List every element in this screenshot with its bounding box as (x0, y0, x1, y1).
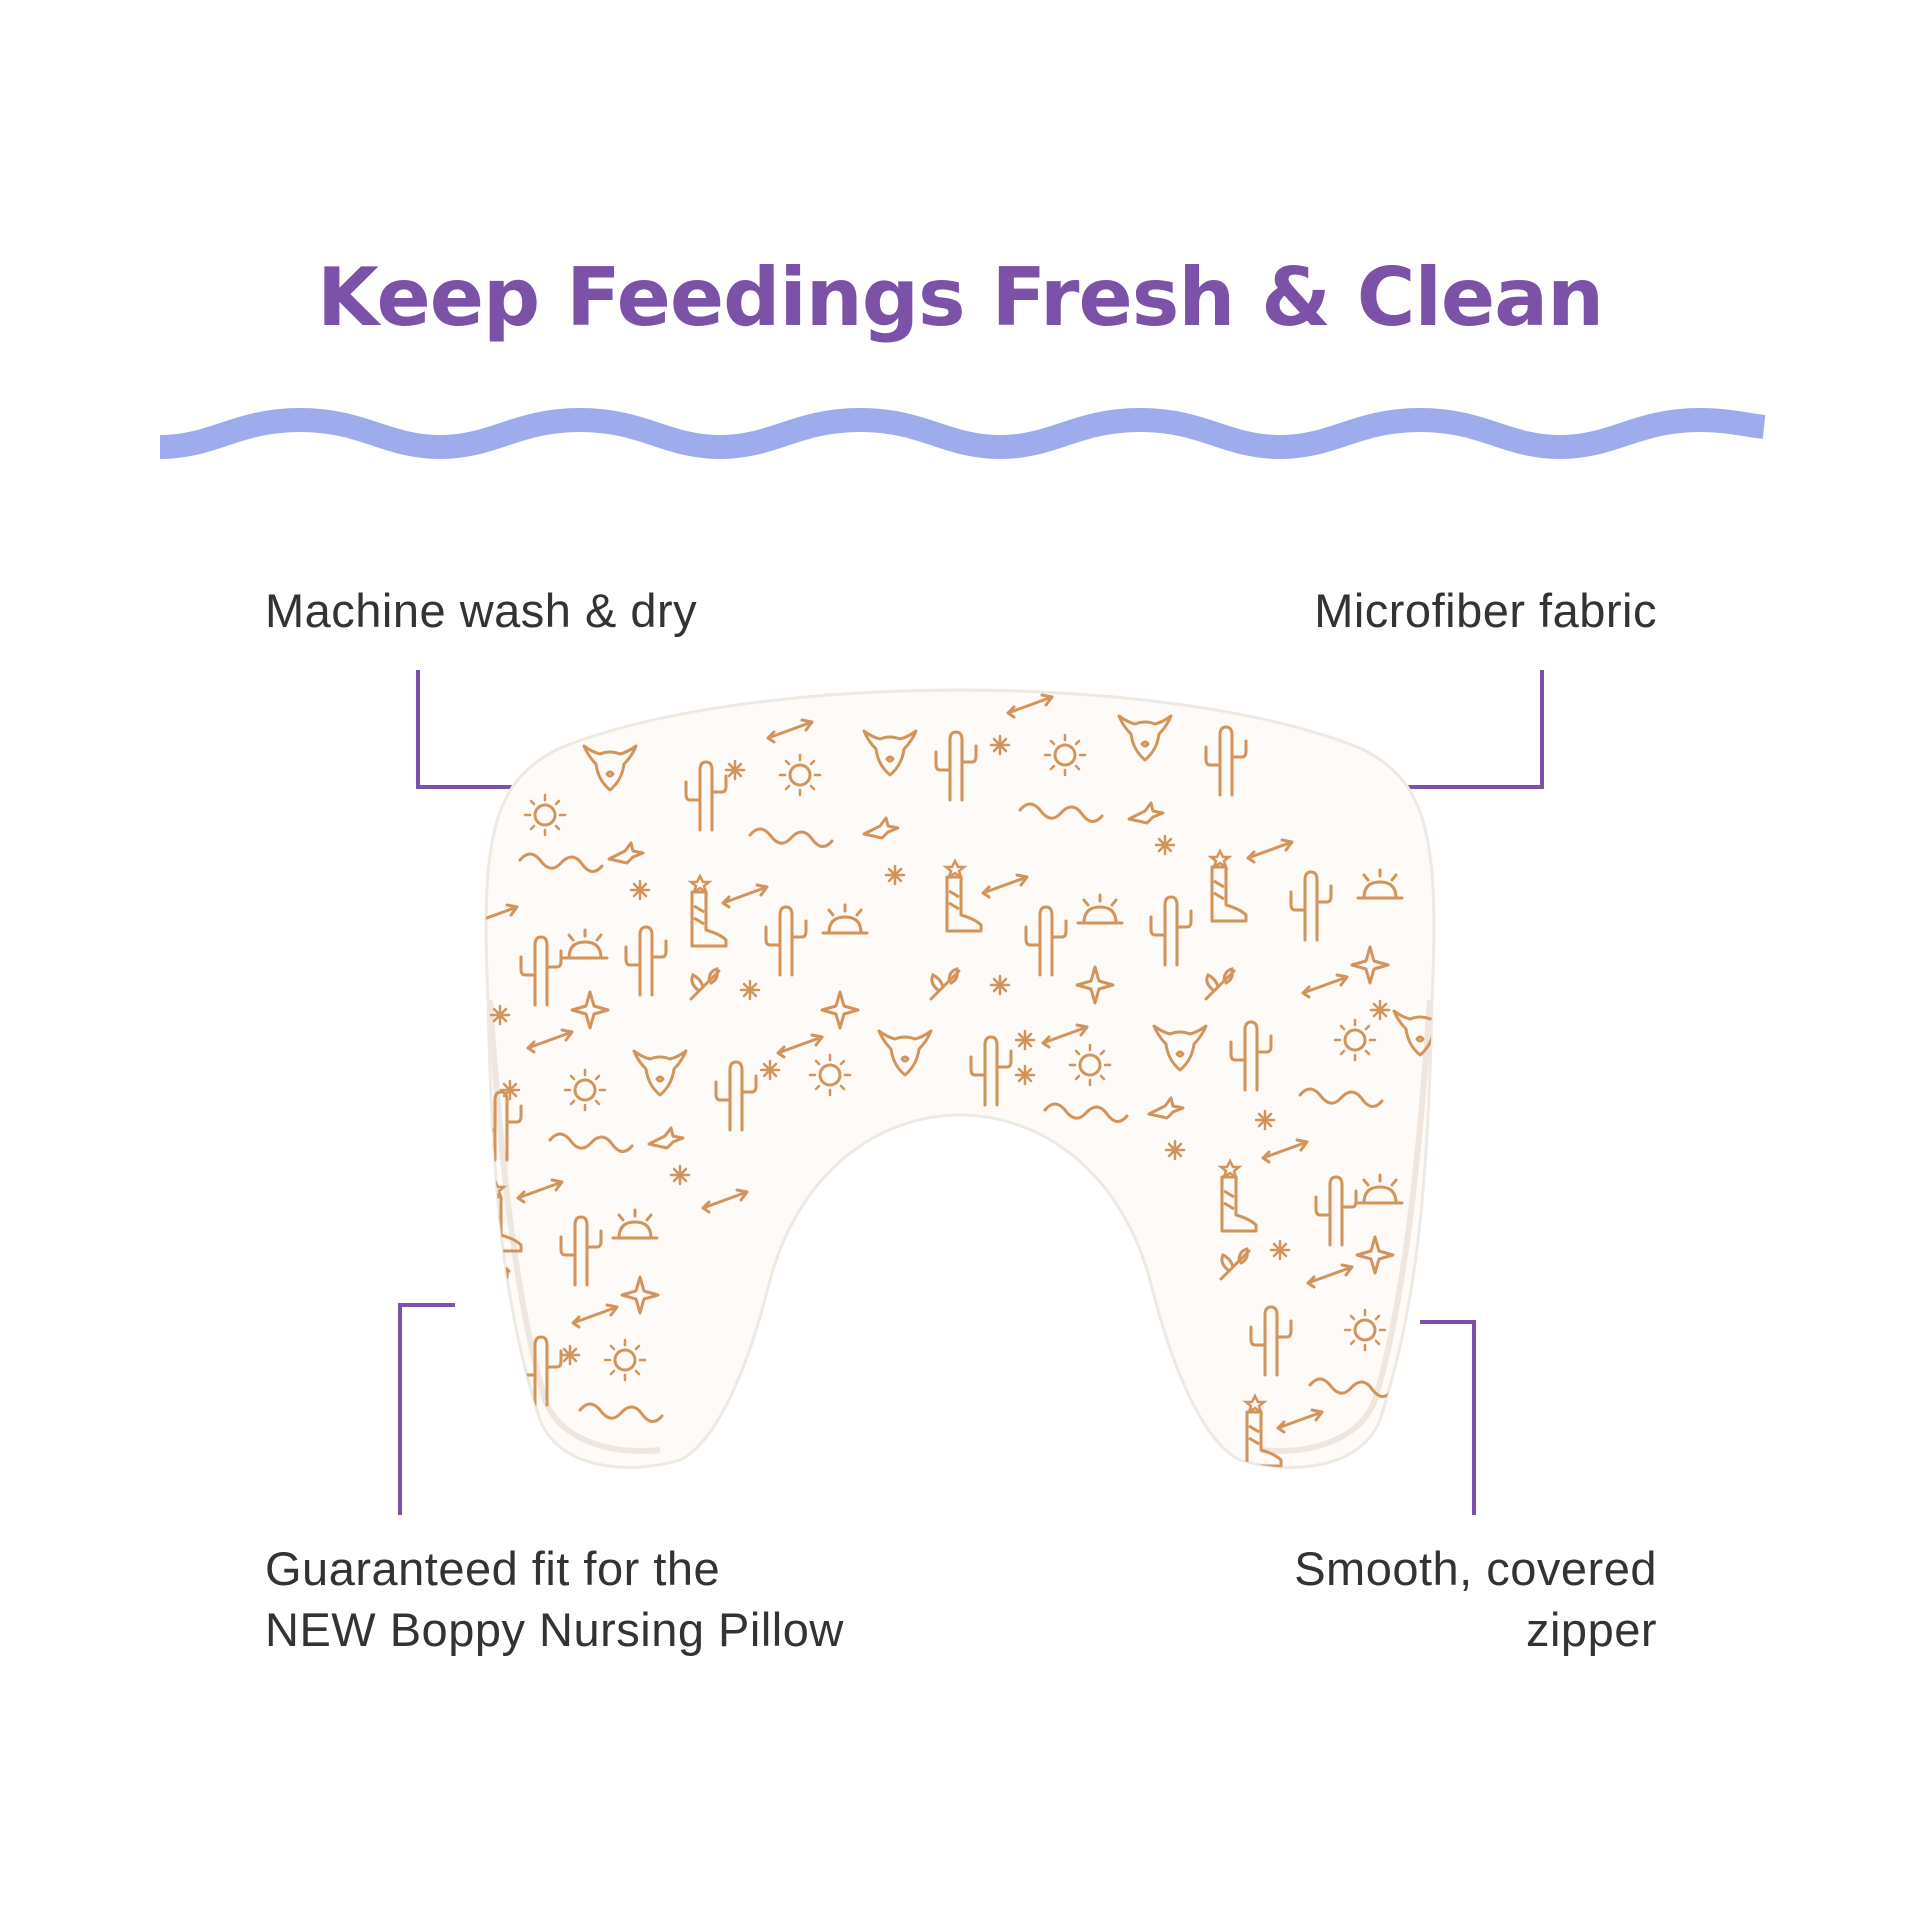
page-title: Keep Feedings Fresh & Clean (316, 251, 1604, 344)
feature-microfiber: Microfiber fabric (1314, 584, 1657, 637)
feature-machine-wash: Machine wash & dry (265, 584, 698, 637)
feature-guaranteed-fit: Guaranteed fit for the NEW Boppy Nursing… (265, 1542, 844, 1657)
wave-divider (159, 407, 1766, 460)
nursing-pillow-cover (484, 688, 1436, 1469)
callout-line-bottom-right (1420, 1320, 1476, 1515)
callout-line-top-left (416, 670, 553, 789)
feature-covered-zipper: Smooth, covered zipper (1294, 1542, 1657, 1657)
callout-line-bottom-left (398, 1303, 455, 1515)
